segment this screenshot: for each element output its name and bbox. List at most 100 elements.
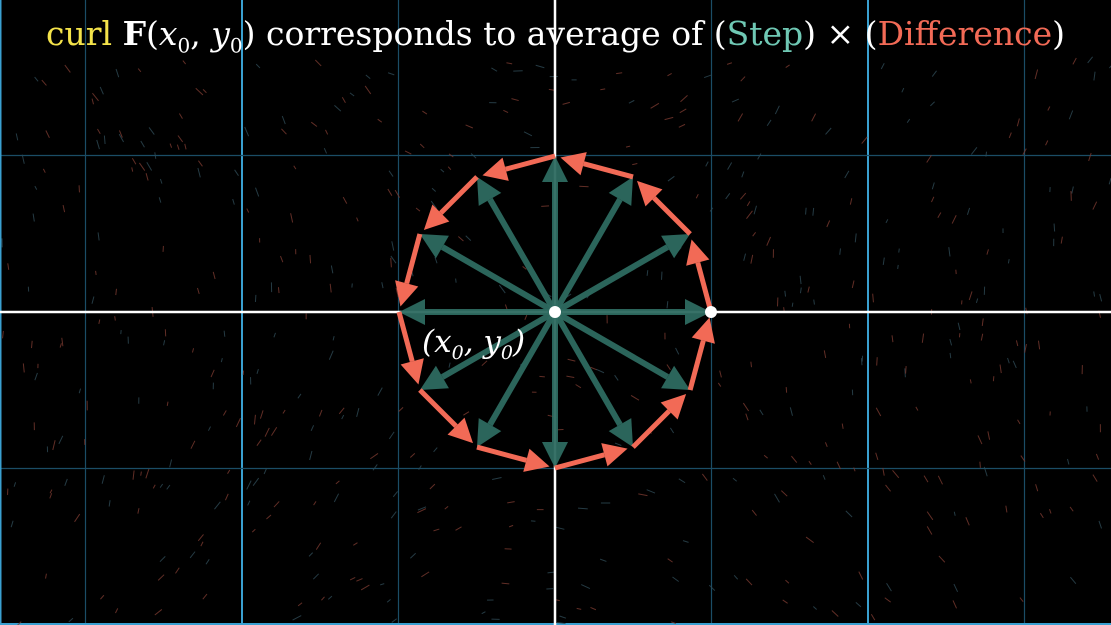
field-dash [969,379,972,384]
field-dash [823,350,827,359]
field-dash [481,360,488,367]
field-dash [752,231,757,237]
field-dash [575,384,582,389]
field-dash [931,196,935,203]
field-dash [392,491,398,498]
field-dash [91,98,94,105]
title-open-paren: ( [146,14,159,53]
field-dash [465,124,474,129]
field-dash [876,357,878,366]
field-dash [986,249,989,255]
field-dash [222,410,227,416]
field-dash [98,319,101,325]
step-vector [477,176,558,314]
field-dash [732,477,738,482]
field-dash [273,332,276,338]
field-dash [419,143,425,149]
field-dash [930,101,935,107]
field-dash [207,426,211,431]
difference-vector-head [423,204,450,231]
field-dash [743,253,747,261]
field-dash [492,476,502,480]
field-dash [202,89,207,94]
field-dash [7,263,10,270]
field-dash [404,150,412,155]
field-dash [855,601,862,608]
field-dash [897,264,899,270]
field-dash [318,409,323,417]
difference-vector-shaft [554,452,606,471]
field-dash [309,254,312,264]
field-dash [562,101,570,105]
step-vector [552,310,633,448]
field-dash [444,506,449,510]
field-dash [791,455,798,463]
field-dash [61,337,64,347]
field-dash [159,556,166,563]
step-vector-shaft [553,244,670,315]
field-dash [137,508,140,514]
field-dash [666,364,671,371]
field-dash [101,475,105,484]
field-dash [1087,56,1093,64]
field-dash [766,119,772,127]
difference-vector-shaft [396,311,415,363]
field-dash [664,116,674,121]
difference-word: Difference [877,14,1053,53]
field-dash [746,210,753,219]
field-dash [145,468,150,479]
field-dash [370,453,379,460]
field-dash [682,540,689,543]
field-dash [759,409,764,416]
field-dash [1037,340,1041,350]
field-dash [1039,512,1044,519]
field-dash [503,109,509,114]
field-dash [341,414,345,420]
field-dash [292,615,302,621]
field-dash [504,304,508,310]
field-dash [100,594,105,600]
field-dash [741,171,745,178]
title: curl F(x0, y0) corresponds to average of… [0,14,1111,58]
field-dash [725,192,731,200]
field-dash [811,113,817,122]
field-dash [409,453,416,458]
field-dash [159,178,163,184]
field-dash [97,232,100,241]
field-dash [784,290,787,297]
field-dash [957,322,961,331]
field-dash [197,160,203,167]
field-dash [753,205,757,215]
field-dash [766,236,771,246]
field-dash [921,333,925,343]
field-dash [342,196,348,204]
field-dash [197,534,204,542]
field-dash [205,559,210,565]
field-dash [952,600,957,609]
field-dash [882,257,885,266]
field-dash [1017,419,1021,425]
field-dash [1019,597,1024,602]
field-dash [740,76,746,82]
field-dash [177,135,184,143]
field-dash [1092,201,1098,210]
field-dash [32,213,35,222]
field-dash [695,193,699,199]
field-dash [52,440,56,451]
field-dash [987,431,991,440]
difference-vector [423,175,479,231]
field-dash [745,578,753,586]
field-dash [750,254,754,264]
field-dash [137,68,142,73]
step-vector-shaft [487,197,558,314]
field-dash [508,524,514,528]
field-dash [49,493,53,499]
title-y-subscript: 0 [229,33,243,58]
field-dash [377,387,383,396]
field-dash [891,335,894,343]
field-dash [252,477,260,487]
difference-vectors [395,152,715,472]
field-dash [430,200,438,210]
field-dash [750,361,752,368]
difference-vector-shaft [476,444,528,463]
